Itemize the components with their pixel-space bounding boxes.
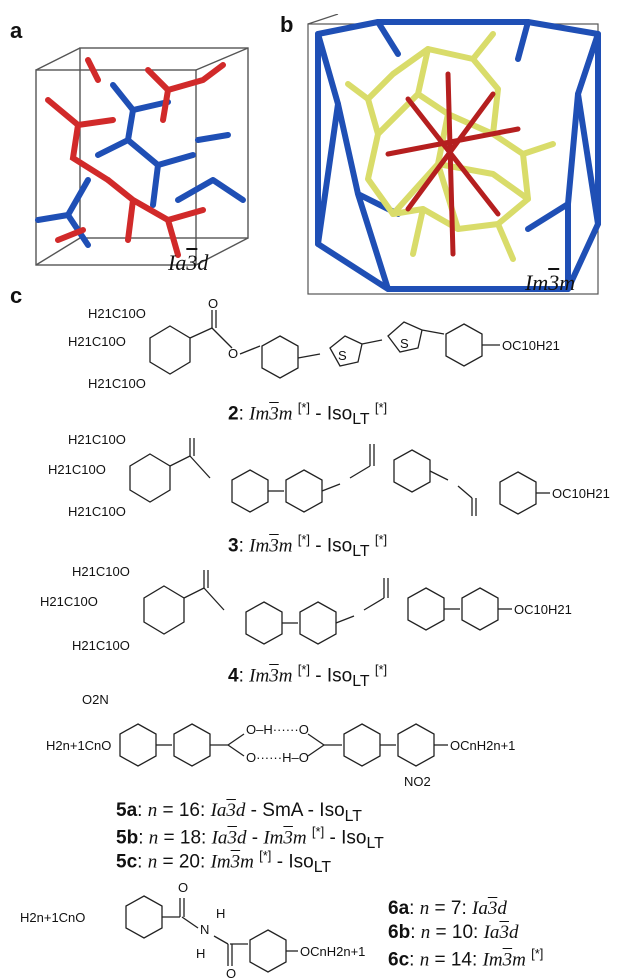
panel-letter-b: b xyxy=(280,12,294,37)
cube-frame xyxy=(35,47,249,266)
label5-cn: H2n+1CnO xyxy=(46,738,111,753)
blue-cage xyxy=(315,19,601,292)
panel-b-space-group: Im3m xyxy=(525,270,576,295)
label4-c10-bot: H21C10O xyxy=(72,638,130,653)
structure-compound-2: H21C10O H21C10O H21C10O O O S S OC10H21 xyxy=(68,296,560,391)
caption-compound-3: 3: Im3m [*] - IsoLT [*] xyxy=(228,532,388,561)
label4-c10-mid: H21C10O xyxy=(40,594,98,609)
caption-compound-4: 4: Im3m [*] - IsoLT [*] xyxy=(228,662,388,691)
label6-n1: N xyxy=(200,922,209,937)
panel-a-network-diagram xyxy=(35,47,249,266)
label-oc10: OC10H21 xyxy=(502,338,560,353)
panel-b-network-diagram xyxy=(307,14,601,295)
structure-compound-3: H21C10O H21C10O H21C10O OC10H21 xyxy=(48,432,610,519)
label3-oc10: OC10H21 xyxy=(552,486,610,501)
panel-a-space-group: Ia3d xyxy=(168,250,209,275)
label6-h2: H xyxy=(196,946,205,961)
label4-c10-top: H21C10O xyxy=(72,564,130,579)
caption-5b: 5b: n = 18: Ia3d - Im3m [*] - IsoLT xyxy=(116,824,384,853)
structure-compound-6: H2n+1CnO O N H H O OCnH2n+1 xyxy=(20,880,365,980)
label-s2: S xyxy=(400,336,409,351)
label6-o2: O xyxy=(226,966,236,980)
label-o-carbonyl: O xyxy=(208,296,218,311)
label6-cn: H2n+1CnO xyxy=(20,910,85,925)
caption-5a: 5a: n = 16: Ia3d - SmA - IsoLT xyxy=(116,800,362,825)
label5-o2n: O2N xyxy=(82,692,109,707)
caption-5c: 5c: n = 20: Im3m [*] - IsoLT xyxy=(116,848,331,877)
label6-h1: H xyxy=(216,906,225,921)
label3-c10-mid: H21C10O xyxy=(48,462,106,477)
red-network xyxy=(45,57,226,258)
label3-c10-top: H21C10O xyxy=(68,432,126,447)
caption-compound-2: 2: Im3m [*] - IsoLT [*] xyxy=(228,400,388,429)
label6-ocn: OCnH2n+1 xyxy=(300,944,365,959)
structure-compound-4: H21C10O H21C10O H21C10O OC10H21 xyxy=(40,564,572,653)
label-c10-mid: H21C10O xyxy=(68,334,126,349)
structure-compound-5: O2N H2n+1CnO O–H······O O······H–O OCnH2… xyxy=(46,692,515,789)
caption-6c: 6c: n = 14: Im3m [*] xyxy=(388,946,544,971)
caption-6b: 6b: n = 10: Ia3d xyxy=(388,922,519,943)
label3-c10-bot: H21C10O xyxy=(68,504,126,519)
label5-ho: O······H–O xyxy=(246,750,309,765)
blue-network xyxy=(35,82,246,248)
label5-no2: NO2 xyxy=(404,774,431,789)
label4-oc10: OC10H21 xyxy=(514,602,572,617)
label-o-ester: O xyxy=(228,346,238,361)
red-core xyxy=(385,71,521,257)
label-c10-bot: H21C10O xyxy=(88,376,146,391)
label-s1: S xyxy=(338,348,347,363)
label5-oh: O–H······O xyxy=(246,722,309,737)
yellow-network xyxy=(345,31,556,262)
label6-o1: O xyxy=(178,880,188,895)
panel-letter-c: c xyxy=(10,283,23,308)
panel-letter-a: a xyxy=(10,18,23,43)
caption-6a: 6a: n = 7: Ia3d xyxy=(388,898,507,919)
label-c10-top: H21C10O xyxy=(88,306,146,321)
label5-ocn: OCnH2n+1 xyxy=(450,738,515,753)
